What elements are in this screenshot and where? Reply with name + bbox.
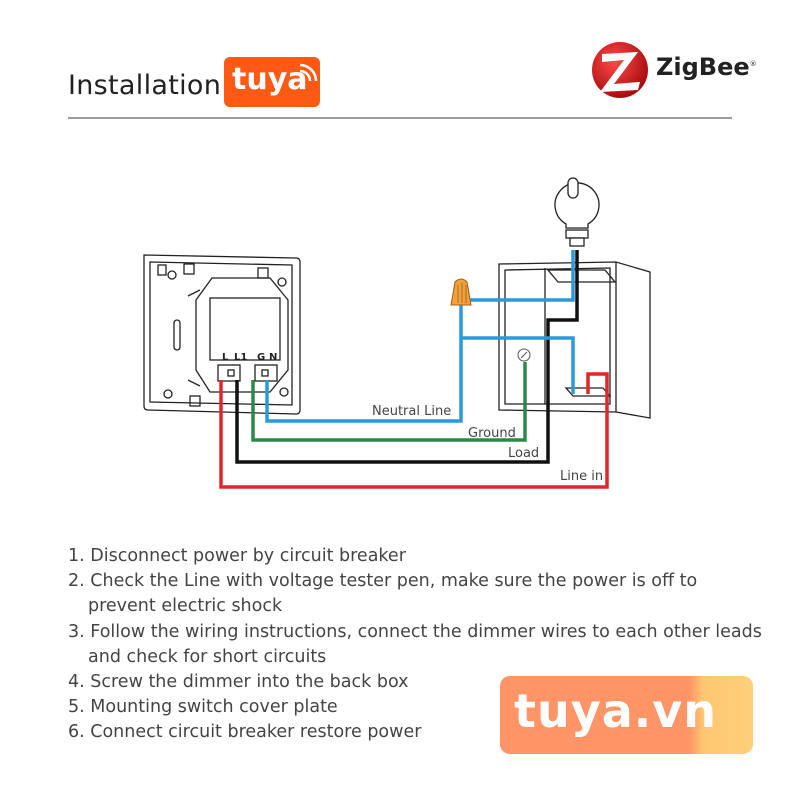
step-3: 3. Follow the wiring instructions, conne… <box>68 621 762 667</box>
step-4: 4. Screw the dimmer into the back box <box>68 672 409 693</box>
tuya-vn-watermark: tuya.vn <box>500 676 753 754</box>
dimmer-switch <box>143 254 301 415</box>
terminal-label-g: G <box>257 352 265 363</box>
wire-neutral <box>265 250 575 423</box>
installation-steps: 1. Disconnect power by circuit breaker 2… <box>68 544 768 746</box>
light-bulb-icon <box>554 177 600 247</box>
wifi-signal-icon <box>299 63 318 82</box>
wire-line-in <box>219 372 609 489</box>
wire-connector-icon <box>450 278 472 306</box>
ground-screw-icon <box>517 348 531 362</box>
terminal-label-l1: L1 <box>234 352 247 363</box>
page-title: Installation <box>68 70 222 101</box>
wire-label-neutral: Neutral Line <box>372 404 451 419</box>
wire-ground <box>251 362 527 442</box>
header-divider <box>68 117 732 119</box>
zigbee-logo: ZigBee® <box>590 40 757 100</box>
step-5: 5. Mounting switch cover plate <box>68 697 338 718</box>
wire-label-line-in: Line in <box>560 469 603 484</box>
tuya-logo: tuya <box>224 57 320 107</box>
wire-label-ground: Ground <box>468 426 516 441</box>
step-6: 6. Connect circuit breaker restore power <box>68 722 422 743</box>
terminal-label-n: N <box>269 352 277 363</box>
terminal-label-l: L <box>222 352 229 363</box>
step-1: 1. Disconnect power by circuit breaker <box>68 546 406 566</box>
step-2: 2. Check the Line with voltage tester pe… <box>68 571 698 617</box>
zigbee-z-icon <box>592 42 648 98</box>
tuya-logo-text: tuya <box>232 62 308 97</box>
watermark-text: tuya.vn <box>514 684 717 738</box>
junction-box <box>498 261 651 419</box>
wire-label-load: Load <box>508 446 539 461</box>
zigbee-logo-text: ZigBee <box>656 53 750 81</box>
wire-load <box>235 250 579 464</box>
registered-mark: ® <box>749 60 757 68</box>
